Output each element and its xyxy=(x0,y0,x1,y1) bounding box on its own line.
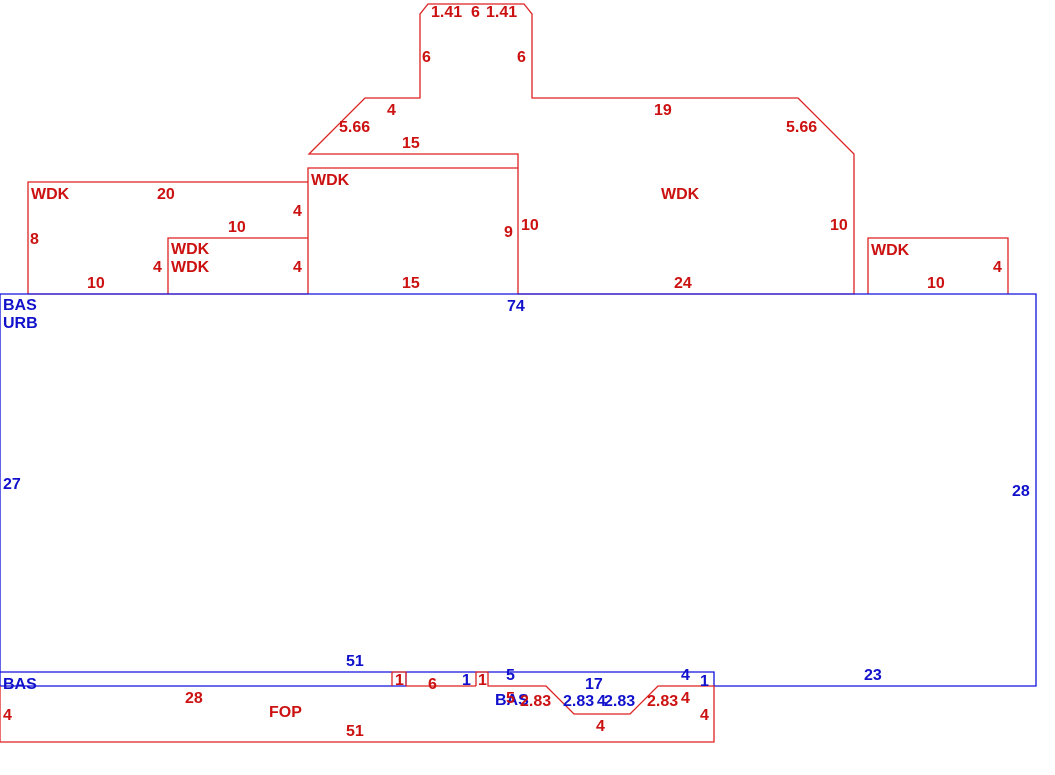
fop-outline xyxy=(0,671,715,743)
dim-label: 9 xyxy=(504,224,513,241)
fop-label: FOP xyxy=(269,704,302,721)
dim-label: 5.66 xyxy=(786,119,817,136)
dim-label: 1 xyxy=(395,672,404,689)
bas-lower-outline xyxy=(0,672,407,687)
dim-label: 6 xyxy=(422,49,431,66)
dim-label: 5.66 xyxy=(339,119,370,136)
dim-label: 5 xyxy=(506,690,515,707)
wdk-left-label: WDK xyxy=(31,186,70,203)
dim-label: 10 xyxy=(830,217,848,234)
wdk-main-outline xyxy=(307,3,855,295)
dim-label: 6 xyxy=(517,49,526,66)
dim-label: 4 xyxy=(597,693,606,710)
dim-label: 51 xyxy=(346,653,364,670)
dim-label: 27 xyxy=(3,476,21,493)
wdk-small-outline xyxy=(167,237,308,294)
dim-label: 4 xyxy=(681,690,690,707)
dim-label: 4 xyxy=(293,203,302,220)
wdk-center-label: WDK xyxy=(311,172,350,189)
dim-label: 10 xyxy=(521,217,539,234)
dim-label: 4 xyxy=(3,707,12,724)
dim-label: 4 xyxy=(596,718,605,735)
dim-label: 1 xyxy=(462,672,471,689)
dim-label: 2.83 xyxy=(520,693,551,710)
dim-label: 19 xyxy=(654,102,672,119)
dim-label: 15 xyxy=(402,135,420,152)
dim-label: 4 xyxy=(681,667,690,684)
dim-label: 28 xyxy=(1012,483,1030,500)
dim-label: 8 xyxy=(30,231,39,248)
dim-label: 4 xyxy=(293,259,302,276)
dim-label: 1 xyxy=(478,672,487,689)
dim-label: 24 xyxy=(674,275,692,292)
dim-label: 20 xyxy=(157,186,175,203)
dim-label: 51 xyxy=(346,723,364,740)
dim-label: 6 xyxy=(471,4,480,21)
wdk-small-label-a: WDK xyxy=(171,241,210,258)
dim-label: 2.83 xyxy=(647,693,678,710)
dim-label: 4 xyxy=(700,707,709,724)
wdk-center-outline xyxy=(307,167,518,294)
dim-label: 1 xyxy=(700,673,709,690)
dim-label: 1.41 xyxy=(431,4,462,21)
dim-label: 10 xyxy=(87,275,105,292)
dim-label: 6 xyxy=(428,676,437,693)
dim-label: 1.41 xyxy=(486,4,517,21)
dim-label: 15 xyxy=(402,275,420,292)
bas-bottom-label: BAS xyxy=(3,676,37,693)
dim-label: 4 xyxy=(153,259,162,276)
dim-label: 28 xyxy=(185,690,203,707)
dim-label: 17 xyxy=(585,676,603,693)
wdk-small-label-b: WDK xyxy=(171,259,210,276)
dim-label: 74 xyxy=(507,298,525,315)
wdk-right-outline xyxy=(867,237,1009,294)
bas-notch-label: BAS xyxy=(495,692,529,709)
dim-label: 4 xyxy=(993,259,1002,276)
wdk-main-label: WDK xyxy=(661,186,700,203)
urb-label: URB xyxy=(3,315,38,332)
dim-label: 10 xyxy=(228,219,246,236)
dim-label: 10 xyxy=(927,275,945,292)
dim-label: 2.83 xyxy=(604,693,635,710)
wdk-right-label: WDK xyxy=(871,242,910,259)
dim-label: 4 xyxy=(387,102,396,119)
dim-label: 23 xyxy=(864,667,882,684)
bas-main-outline xyxy=(0,293,1037,687)
bas-top-label: BAS xyxy=(3,297,37,314)
dim-label: 5 xyxy=(506,667,515,684)
dim-label: 2.83 xyxy=(563,693,594,710)
